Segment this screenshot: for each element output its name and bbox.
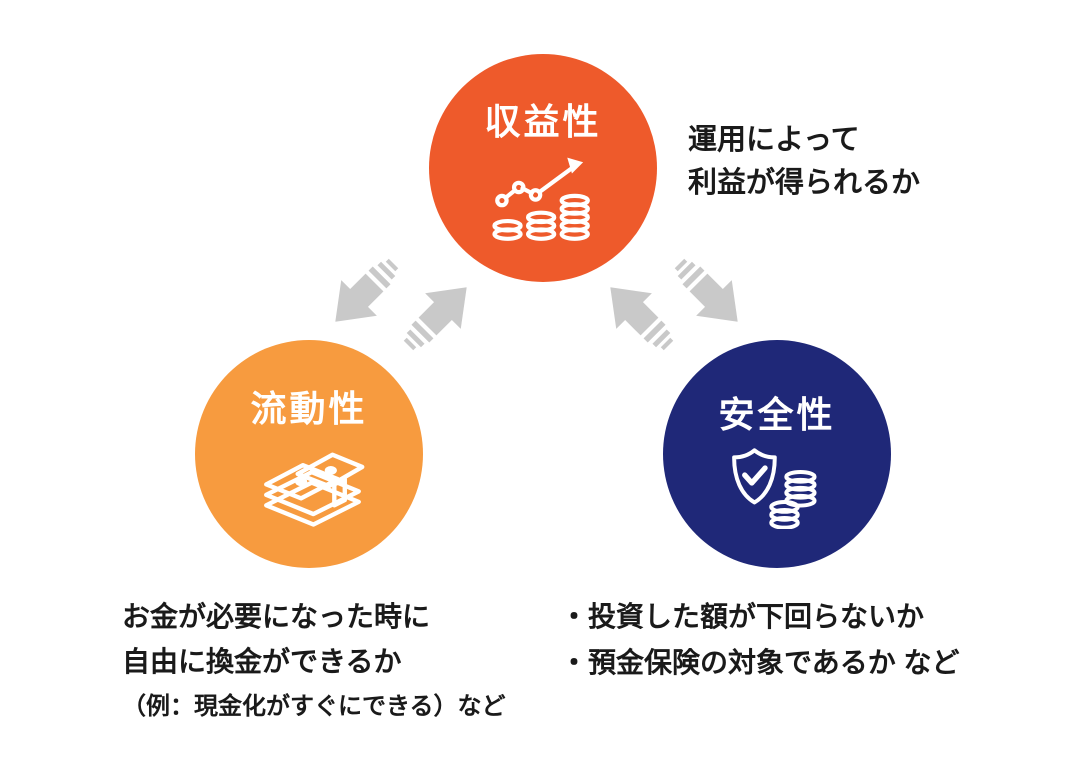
profitability-desc-line1: 運用によって: [688, 124, 860, 156]
growth-chart-coins-icon: [492, 157, 590, 241]
node-profitability: 収益性: [429, 54, 657, 282]
safety-desc-line2: ・預金保険の対象であるか など: [560, 647, 960, 678]
profitability-description: 運用によって 利益が得られるか: [688, 119, 920, 205]
node-liquidity-label: 流動性: [250, 388, 368, 429]
node-safety-label: 安全性: [718, 394, 836, 435]
safety-description: ・投資した額が下回らないか ・預金保険の対象であるか など: [560, 594, 960, 686]
shield-check-coins-icon: [732, 448, 817, 529]
banknote-bundle-icon: [264, 452, 365, 527]
profitability-desc-line2: 利益が得られるか: [688, 167, 921, 199]
node-liquidity: 流動性: [195, 340, 423, 568]
safety-desc-line1: ・投資した額が下回らないか: [560, 601, 925, 632]
liquidity-desc-note: （例：現金化がすぐにできる）など: [122, 693, 506, 720]
liquidity-desc-line2: 自由に換金ができるか: [122, 646, 402, 677]
node-safety: 安全性: [663, 340, 891, 568]
node-profitability-label: 収益性: [484, 101, 602, 142]
liquidity-description: お金が必要になった時に 自由に換金ができるか （例：現金化がすぐにできる）など: [122, 594, 506, 729]
liquidity-desc-line1: お金が必要になった時に: [122, 601, 431, 632]
